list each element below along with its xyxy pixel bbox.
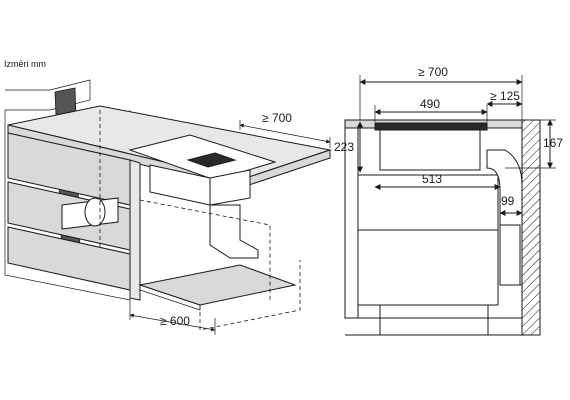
cabinet-interior: [357, 174, 499, 306]
hob-vent-slot: [186, 152, 237, 168]
dim-label-depth-left: ≥ 700: [262, 111, 292, 125]
dim-label-hob-height: 223: [334, 140, 354, 154]
duct-vertical-section: [499, 224, 521, 286]
dim-label-side-height: 167: [543, 136, 563, 150]
cabinet-side: [129, 159, 141, 301]
hob-section-glass: [374, 122, 488, 131]
dim-label-plinth: ≥ 600: [160, 314, 190, 328]
dim-label-wall-gap: ≥ 125: [490, 89, 520, 103]
dim-line-depth-left: [239, 123, 331, 144]
units-label: Izmēri mm: [4, 59, 46, 69]
dim-label-hob-depth: 490: [420, 97, 440, 111]
dim-line-plinth: [129, 313, 216, 332]
wall-section: [521, 119, 541, 336]
hidden-cabinet-line-1: [139, 199, 271, 300]
dim-label-inner-depth: 513: [422, 172, 442, 186]
vertical-duct-elbow: [209, 204, 259, 259]
cabinet-front-panel: [344, 127, 359, 319]
hob-section-body: [379, 129, 481, 171]
dim-label-duct-width: 99: [501, 194, 515, 208]
plinth-filter: [138, 264, 297, 306]
dim-label-depth-right: ≥ 700: [418, 65, 448, 79]
hob-module-side: [209, 169, 251, 206]
isometric-view: [4, 79, 332, 335]
section-view: [344, 75, 556, 336]
duct-joint: [84, 197, 106, 227]
back-wall-top: [5, 79, 91, 111]
plinth-filter-edge: [139, 284, 201, 311]
